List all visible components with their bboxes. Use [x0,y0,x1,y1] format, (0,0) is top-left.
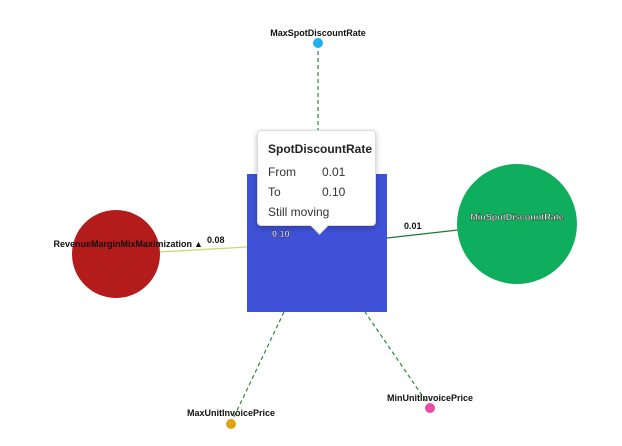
max-spot-node[interactable] [313,38,323,48]
min-unit-node[interactable] [425,403,435,413]
tooltip-from-label: From [268,165,296,179]
tooltip-status: Still moving [268,205,330,219]
triangle-up-icon: ▲ [194,239,203,249]
max-spot-label: MaxSpotDiscountRate [270,28,366,38]
edge-label-center: 0.10 [272,229,290,239]
revenue-node[interactable] [72,210,160,298]
edge-center-min-spot [386,229,459,239]
edge-center-min-unit [364,311,431,408]
tooltip-to-label: To [268,185,281,199]
tooltip-title: SpotDiscountRate [268,142,373,156]
tooltip-to-row: To 0.10 [268,182,365,202]
min-spot-label: MinSpotDiscountRate [470,212,564,222]
edge-label-min-spot: 0.01 [404,221,422,231]
tooltip-to-value: 0.10 [322,185,346,199]
max-unit-label: MaxUnitInvoicePrice [187,408,275,418]
tooltip-from-row: From 0.01 [268,162,365,182]
max-unit-node[interactable] [226,419,236,429]
revenue-label: RevenueMarginMixMaximization [53,239,192,249]
edge-center-revenue [158,246,248,253]
edge-center-max-unit [230,311,285,424]
edge-label-revenue: 0.08 [207,235,225,245]
tooltip-from-value: 0.01 [322,165,346,179]
min-unit-label: MinUnitInvoicePrice [387,393,473,403]
min-spot-node[interactable] [457,164,577,284]
edge-tooltip: SpotDiscountRate From 0.01 To 0.10 Still m… [257,130,376,226]
